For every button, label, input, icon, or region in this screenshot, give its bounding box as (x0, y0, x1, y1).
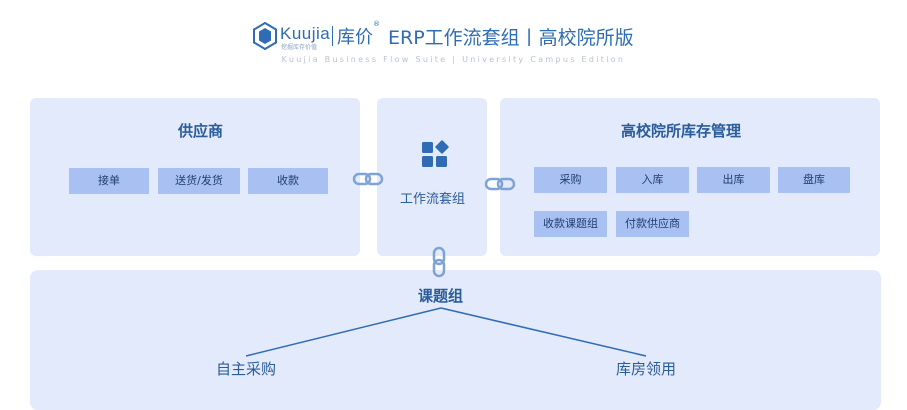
link-icon (352, 172, 384, 186)
logo-cn: 库价 (337, 27, 373, 48)
logo-subtext: 挖掘库存价值 (281, 44, 318, 51)
chip-delivery: 送货/发货 (158, 168, 240, 194)
kuujia-logo-icon (253, 22, 277, 50)
workflow-suite-label: 工作流套组 (400, 192, 466, 207)
page-subtitle: Kuujia Business Flow Suite | University … (281, 55, 626, 64)
chip-stock-out: 出库 (697, 167, 770, 193)
link-icon (484, 177, 516, 191)
branch-lines (245, 307, 647, 357)
self-purchase-label: 自主采购 (216, 360, 277, 378)
chip-pay-supplier: 付款供应商 (616, 211, 689, 237)
campus-title: 高校院所库存管理 (621, 122, 742, 140)
link-icon (432, 246, 446, 278)
header: Kuujia 挖掘库存价值 库价 ® ERP工作流套组丨高校院所版 Kuujia… (0, 18, 907, 78)
chip-stock-in: 入库 (616, 167, 689, 193)
logo-registered-mark: ® (373, 20, 380, 28)
page-title: ERP工作流套组丨高校院所版 (388, 27, 634, 49)
workflow-suite-panel (377, 98, 487, 256)
research-group-title: 课题组 (418, 287, 464, 305)
chip-collect-from-group: 收款课题组 (534, 211, 607, 237)
chip-stocktake: 盘库 (778, 167, 850, 193)
apps-icon (422, 140, 449, 167)
chip-accept-order: 接单 (69, 168, 149, 194)
chip-purchase: 采购 (534, 167, 607, 193)
supplier-title: 供应商 (178, 122, 224, 140)
logo-text: Kuujia (280, 24, 331, 43)
logo-separator (332, 26, 333, 46)
warehouse-requisition-label: 库房领用 (616, 360, 677, 378)
research-group-panel (30, 270, 881, 410)
chip-collect-payment: 收款 (248, 168, 328, 194)
